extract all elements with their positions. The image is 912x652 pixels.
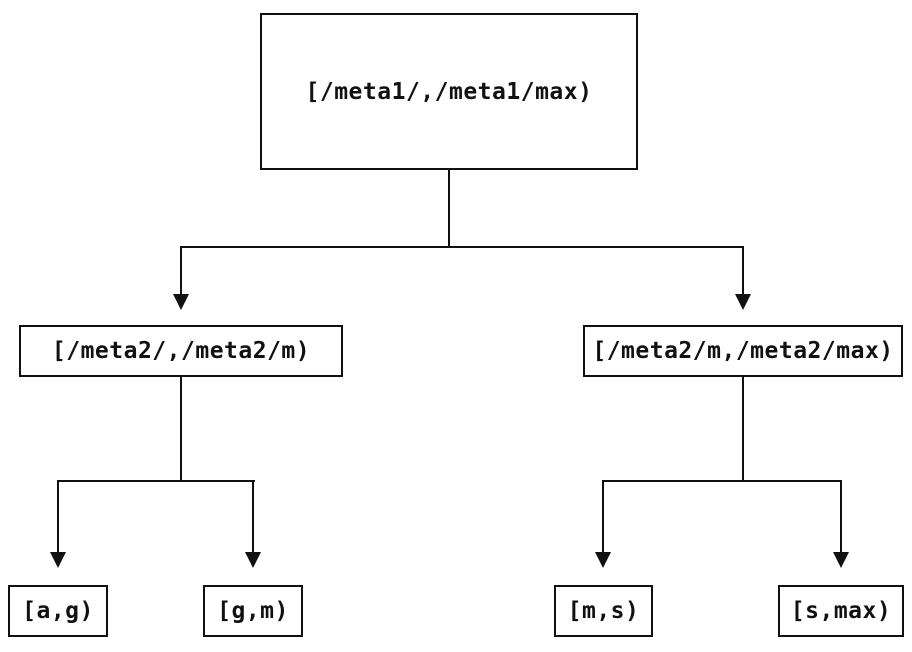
edge-right-crossbar-line bbox=[602, 480, 842, 482]
node-meta2-right: [/meta2/m,/meta2/max) bbox=[583, 325, 903, 377]
node-meta2-right-label: [/meta2/m,/meta2/max) bbox=[592, 338, 894, 364]
edge-right-stem-line bbox=[742, 377, 744, 481]
leaf-node-ag-label: [a,g) bbox=[22, 598, 94, 624]
arrowhead-to-gm-icon bbox=[245, 552, 261, 568]
node-root-label: [/meta1/,/meta1/max) bbox=[305, 78, 593, 105]
edge-root-to-right-line bbox=[742, 246, 744, 294]
arrowhead-to-ms-icon bbox=[595, 552, 611, 568]
leaf-node-ms-label: [m,s) bbox=[567, 598, 640, 624]
arrowhead-to-ag-icon bbox=[50, 552, 66, 568]
edge-left-to-gm-line bbox=[252, 480, 254, 552]
node-meta2-left-label: [/meta2/,/meta2/m) bbox=[51, 338, 311, 364]
edge-left-to-ag-line bbox=[57, 480, 59, 552]
edge-root-crossbar-line bbox=[180, 246, 744, 248]
leaf-node-ag: [a,g) bbox=[8, 585, 108, 637]
edge-root-to-left-line bbox=[180, 246, 182, 294]
edge-root-stem-line bbox=[448, 170, 450, 246]
leaf-node-gm-label: [g,m) bbox=[217, 598, 289, 624]
arrowhead-to-smax-icon bbox=[833, 552, 849, 568]
node-meta2-left: [/meta2/,/meta2/m) bbox=[19, 325, 343, 377]
edge-left-crossbar-line bbox=[57, 480, 255, 482]
edge-left-stem-line bbox=[180, 377, 182, 481]
node-root: [/meta1/,/meta1/max) bbox=[260, 13, 638, 170]
leaf-node-smax: [s,max) bbox=[778, 585, 904, 637]
arrowhead-to-meta2-left-icon bbox=[173, 294, 189, 310]
edge-right-to-ms-line bbox=[602, 480, 604, 552]
leaf-node-smax-label: [s,max) bbox=[790, 598, 892, 624]
leaf-node-gm: [g,m) bbox=[203, 585, 303, 637]
leaf-node-ms: [m,s) bbox=[554, 585, 653, 637]
arrowhead-to-meta2-right-icon bbox=[735, 294, 751, 310]
edge-right-to-smax-line bbox=[840, 480, 842, 552]
